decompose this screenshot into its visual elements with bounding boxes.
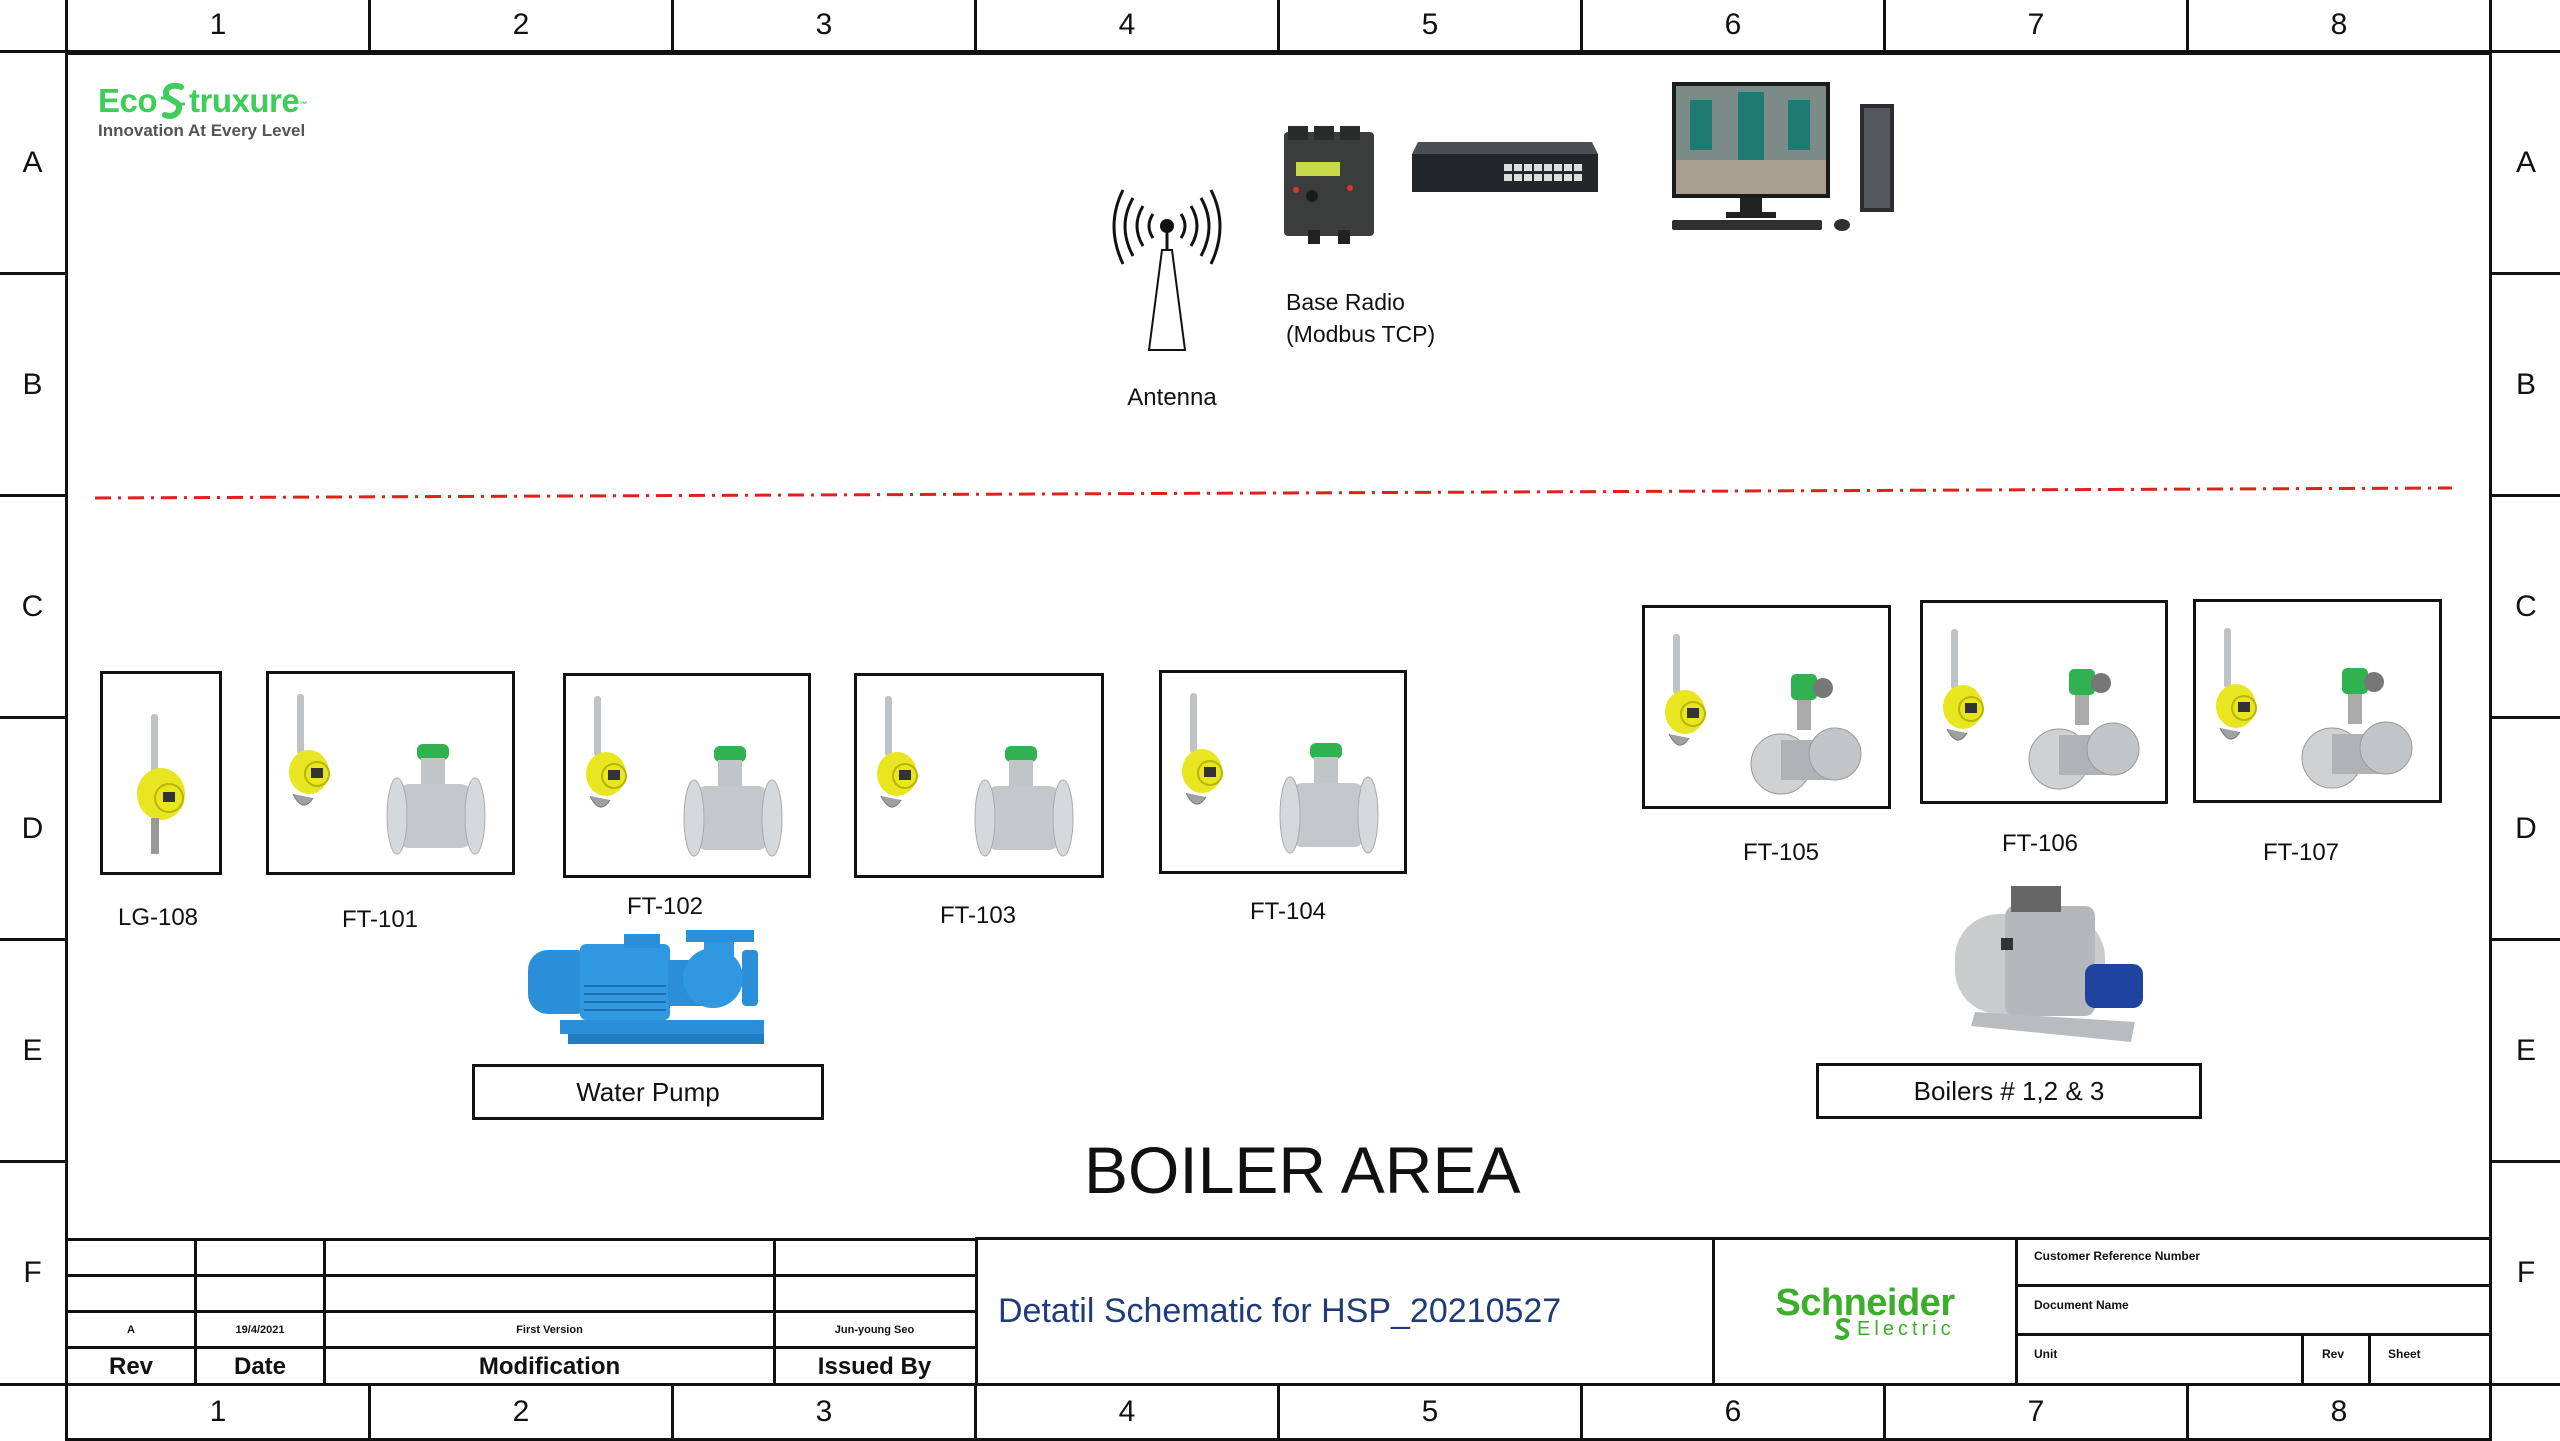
instrument-tag: FT-102 [626,893,704,920]
base-radio-label: Base Radio (Modbus TCP) [1286,289,1436,347]
instrument-box-ft-104 [1159,670,1407,874]
wireless-transmitter-icon [1943,629,1984,741]
wireless-transmitter-icon [1665,634,1706,746]
revision-date: 19/4/2021 [235,1323,285,1336]
magnetic-flowmeter-icon [1279,743,1379,854]
instrument-box-lg-108 [100,671,222,875]
ecostruxure-s-icon [161,83,186,119]
instrument-tag: LG-108 [117,904,199,931]
ecostruxure-logo: Eco truxure ™ Innovation At Every Level [98,80,338,142]
header-modification: Modification [478,1353,621,1380]
instrument-box-ft-106 [1920,600,2168,804]
wireless-transmitter-icon [2216,628,2257,740]
wireless-transmitter-icon [877,696,918,808]
instrument-tag: FT-105 [1742,839,1820,866]
antenna-icon [1112,189,1222,351]
instrument-illustration [1665,634,1862,795]
revision-modification: First Version [516,1323,583,1336]
doc-rev-label: Rev [2322,1347,2345,1361]
instrument-illustration [137,714,185,854]
instrument-box-ft-102 [563,673,811,878]
header-date: Date [233,1353,287,1380]
instrument-tag: FT-106 [2001,830,2079,857]
boiler-icon [1955,886,2143,1042]
revision-issued-by: Jun-young Seo [834,1323,915,1336]
wireless-transmitter-icon [289,694,330,806]
instrument-tag: FT-103 [939,902,1017,929]
instrument-box-ft-101 [266,671,515,875]
instrument-illustration [2216,628,2413,789]
water-pump-label-box: Water Pump [472,1064,824,1120]
schneider-logo: Schneider Electric [1775,1281,1955,1340]
unit-label: Unit [2034,1347,2058,1361]
instrument-illustration [289,694,486,855]
header-issued-by: Issued By [817,1353,932,1380]
header-rev: Rev [108,1353,154,1380]
instrument-box-ft-103 [854,673,1104,878]
document-info-cell [2015,1237,2492,1386]
vortex-flowmeter-icon [2301,668,2413,789]
boilers-label-box: Boilers # 1,2 & 3 [1816,1063,2202,1119]
level-gauge-icon [137,714,185,854]
instrument-illustration [586,696,783,857]
drawing-title: Detatil Schematic for HSP_20210527 [998,1292,1562,1330]
logo-tagline: Innovation At Every Level [98,121,306,140]
workstation-pc-icon [1672,82,1894,231]
instrument-tag: FT-101 [341,906,419,933]
area-title: BOILER AREA [1084,1133,1521,1207]
instrument-box-ft-105 [1642,605,1891,809]
antenna-label: Antenna [1127,384,1217,411]
vortex-flowmeter-icon [1750,674,1862,795]
instrument-tag: FT-107 [2262,839,2340,866]
customer-reference-label: Customer Reference Number [2034,1249,2201,1263]
sheet-label: Sheet [2388,1347,2421,1361]
instrument-illustration [1182,693,1379,854]
drawing-title-cell: Detatil Schematic for HSP_20210527 [975,1237,1715,1386]
instrument-illustration [1943,629,2140,790]
col-ref-8: 8 [2186,0,2492,53]
instrument-illustration [877,696,1074,857]
magnetic-flowmeter-icon [683,746,783,857]
instrument-tag: FT-104 [1249,898,1327,925]
instrument-box-ft-107 [2193,599,2442,803]
document-name-label: Document Name [2034,1298,2129,1312]
base-radio-icon [1284,126,1374,244]
magnetic-flowmeter-icon [974,746,1074,857]
network-switch-icon [1412,142,1598,192]
wireless-transmitter-icon [1182,693,1223,805]
revision-rev: A [127,1323,135,1336]
wireless-transmitter-icon [586,696,627,808]
vortex-flowmeter-icon [2028,669,2140,790]
schneider-s-icon [1835,1317,1851,1340]
magnetic-flowmeter-icon [386,744,486,855]
water-pump-icon [528,930,764,1044]
schneider-logo-cell: Schneider Electric [1712,1237,2018,1386]
